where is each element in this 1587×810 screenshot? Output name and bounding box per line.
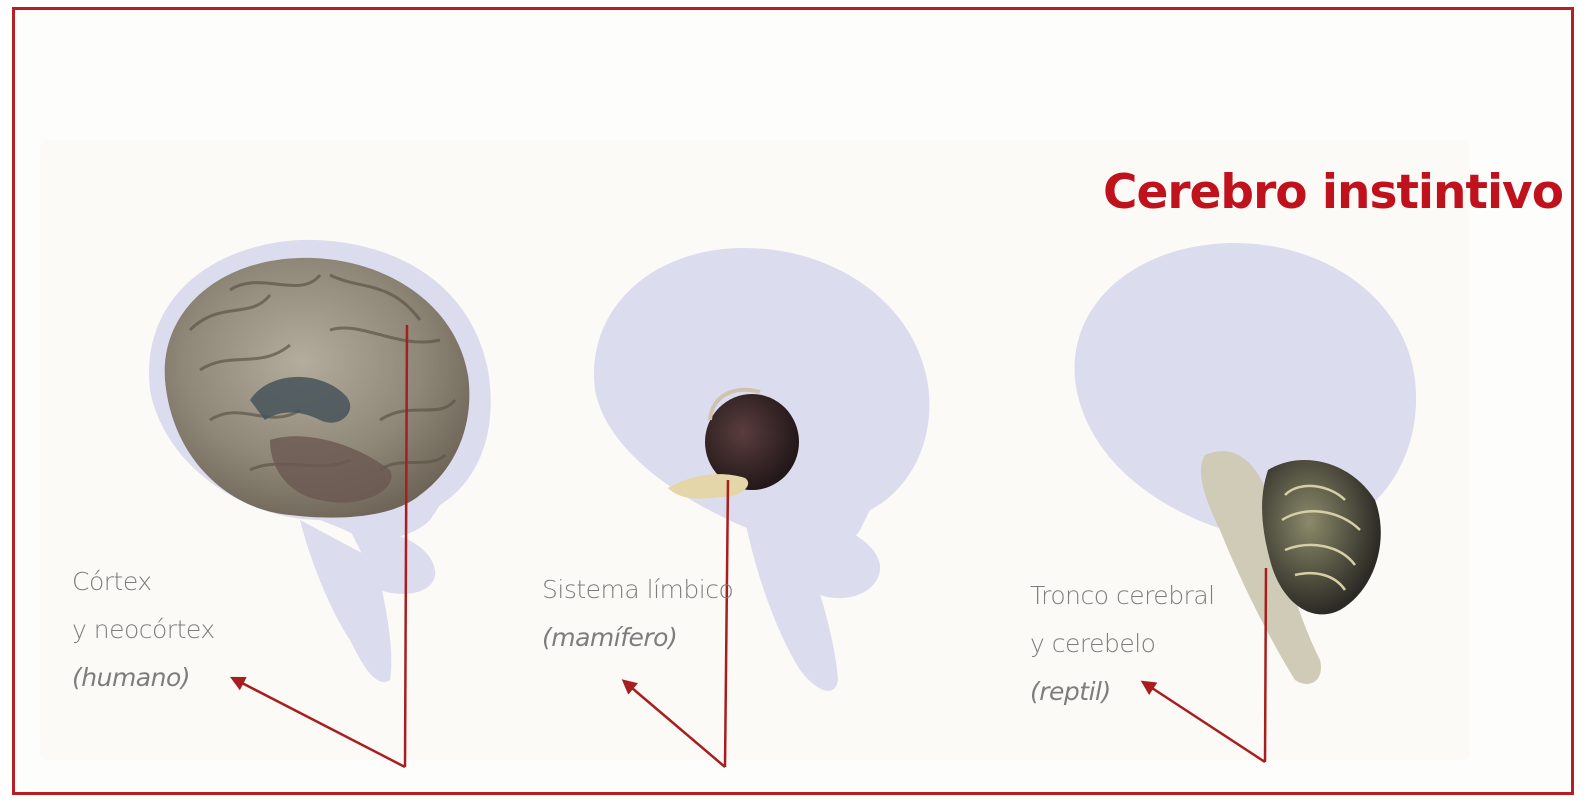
- label-limbic-line2: (mamífero): [542, 614, 733, 662]
- label-reptilian-line2: y cerebelo: [1030, 620, 1215, 668]
- label-cortex: Córtex y neocórtex (humano): [72, 558, 215, 702]
- label-cortex-line1: Córtex: [72, 558, 215, 606]
- page-title: Cerebro instintivo: [1103, 165, 1563, 220]
- label-cortex-line3: (humano): [72, 654, 215, 702]
- label-limbic: Sistema límbico (mamífero): [542, 566, 733, 662]
- label-reptilian-line3: (reptil): [1030, 668, 1215, 716]
- label-reptilian-line1: Tronco cerebral: [1030, 572, 1215, 620]
- label-reptilian: Tronco cerebral y cerebelo (reptil): [1030, 572, 1215, 716]
- label-limbic-line1: Sistema límbico: [542, 566, 733, 614]
- label-cortex-line2: y neocórtex: [72, 606, 215, 654]
